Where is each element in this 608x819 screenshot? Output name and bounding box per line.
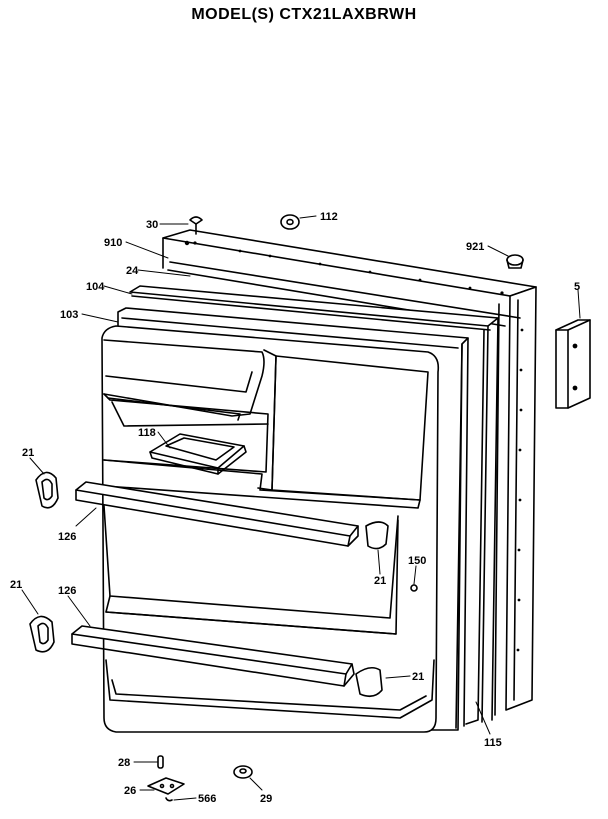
callout-28: 28 — [118, 757, 130, 769]
screw-150 — [410, 584, 418, 592]
butter-compartment — [149, 433, 247, 475]
callout-103: 103 — [60, 309, 78, 321]
callout-21-b: 21 — [374, 575, 386, 587]
end-cap-left-upper — [35, 471, 59, 509]
callout-5: 5 — [574, 281, 580, 293]
callout-21-c: 21 — [10, 579, 22, 591]
callout-921: 921 — [466, 241, 484, 253]
callout-126-a: 126 — [58, 531, 76, 543]
screw-566 — [165, 797, 173, 802]
end-cap-right-lower — [355, 666, 383, 698]
callout-115: 115 — [484, 737, 502, 749]
end-cap-right-upper — [365, 521, 389, 550]
diagram-title: MODEL(S) CTX21LAXBRWH — [191, 6, 417, 23]
door-stop-bracket — [555, 319, 591, 409]
door-gasket — [129, 285, 499, 725]
leader-lines — [21, 215, 581, 801]
callout-26: 26 — [124, 785, 136, 797]
callout-118: 118 — [138, 427, 156, 439]
callout-29: 29 — [260, 793, 272, 805]
shelf-bar-upper — [75, 481, 359, 547]
plug-921 — [506, 254, 524, 269]
end-cap-left-lower — [29, 615, 55, 653]
callout-21-d: 21 — [412, 671, 424, 683]
washer-29 — [233, 765, 253, 779]
callout-104: 104 — [86, 281, 105, 293]
callout-24: 24 — [126, 265, 139, 277]
hinge-plate-26 — [147, 777, 185, 795]
callout-labels: 30 112 910 921 24 104 5 103 118 21 126 2… — [10, 211, 580, 805]
callout-566: 566 — [198, 793, 216, 805]
callout-21-a: 21 — [22, 447, 34, 459]
callout-112: 112 — [320, 211, 338, 223]
callout-150: 150 — [408, 555, 426, 567]
shelf-bar-lower — [71, 625, 355, 687]
callout-910: 910 — [104, 237, 122, 249]
outer-door-panel — [162, 229, 537, 716]
callout-30: 30 — [146, 219, 158, 231]
hole-plug-112 — [280, 214, 300, 230]
screw-30 — [189, 216, 203, 235]
hinge-pin-28 — [157, 755, 164, 769]
callout-126-b: 126 — [58, 585, 76, 597]
